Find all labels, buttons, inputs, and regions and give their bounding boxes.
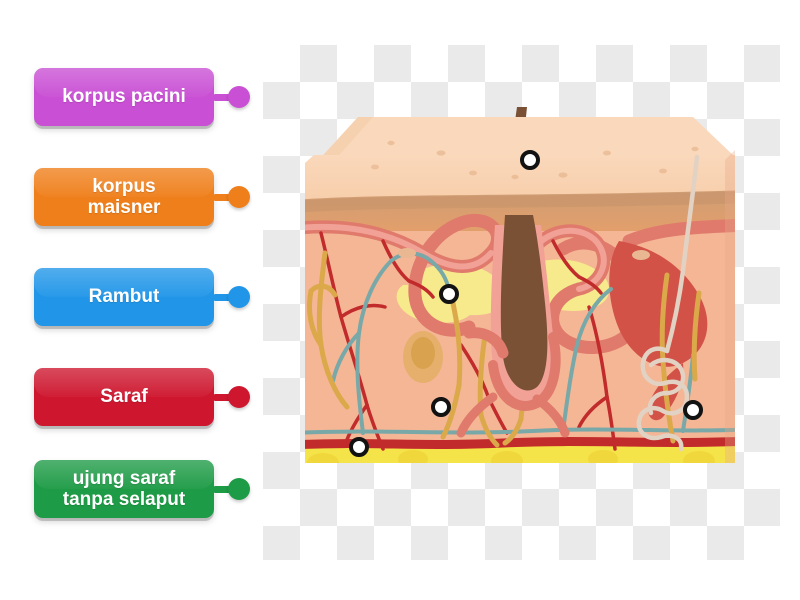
skin-block-right-edge [725, 150, 735, 463]
label-text-ujung-saraf: ujung saraf tanpa selaput [62, 467, 186, 510]
connector-korpus-pacini [214, 86, 250, 108]
blood-vessels-artery-fill [305, 223, 607, 292]
label-chip-saraf[interactable]: Saraf [34, 368, 214, 426]
marker-rambut[interactable] [520, 150, 540, 170]
connector-dot-korpus-pacini[interactable] [228, 86, 250, 108]
follicle-base-vessels [456, 392, 570, 438]
connector-stub-korpus-maisner [214, 193, 231, 201]
label-text-saraf: Saraf [100, 386, 148, 408]
label-chip-korpus-pacini[interactable]: korpus pacini [34, 68, 214, 126]
label-text-korpus-maisner: korpus maisner [87, 175, 161, 218]
label-chip-korpus-maisner[interactable]: korpus maisner [34, 168, 214, 226]
label-row-saraf[interactable]: Saraf [0, 366, 263, 428]
label-chip-ujung-saraf[interactable]: ujung saraf tanpa selaput [34, 460, 214, 518]
skin-cross-section-illustration [305, 107, 735, 463]
connector-dot-korpus-maisner[interactable] [228, 186, 250, 208]
sweat-gland-coil [636, 154, 700, 452]
connector-stub-ujung-saraf [214, 485, 231, 493]
blood-vessel-wedge [609, 241, 708, 367]
connector-stub-rambut [214, 293, 231, 301]
marker-saraf[interactable] [439, 284, 459, 304]
gland-body-core [411, 337, 435, 369]
connector-dot-rambut[interactable] [228, 286, 250, 308]
connector-rambut [214, 286, 250, 308]
label-text-korpus-pacini: korpus pacini [62, 86, 186, 108]
epidermis-band-highlight [305, 191, 735, 213]
label-chip-rambut[interactable]: Rambut [34, 268, 214, 326]
connector-ujung-saraf [214, 478, 250, 500]
label-row-ujung-saraf[interactable]: ujung saraf tanpa selaput [0, 458, 263, 520]
connector-dot-ujung-saraf[interactable] [228, 478, 250, 500]
connector-dot-saraf[interactable] [228, 386, 250, 408]
nerve-fibers [305, 251, 735, 435]
label-text-rambut: Rambut [88, 286, 160, 308]
hair-root [500, 215, 548, 391]
connector-stub-korpus-pacini [214, 93, 231, 101]
marker-korpus-maisner[interactable] [431, 397, 451, 417]
label-row-korpus-maisner[interactable]: korpus maisner [0, 166, 263, 228]
connector-stub-saraf [214, 393, 231, 401]
label-row-korpus-pacini[interactable]: korpus pacini [0, 66, 263, 128]
hair-exit-dimples [398, 248, 650, 260]
connector-saraf [214, 386, 250, 408]
connector-korpus-maisner [214, 186, 250, 208]
marker-ujung-saraf[interactable] [349, 437, 369, 457]
labels-panel: korpus pacini korpus maisner Rambut Sara… [0, 0, 263, 600]
label-row-rambut[interactable]: Rambut [0, 266, 263, 328]
marker-korpus-pacini[interactable] [683, 400, 703, 420]
diagram-canvas [263, 45, 780, 560]
fat-texture [307, 450, 715, 463]
arrector-pili-muscle [463, 327, 509, 359]
